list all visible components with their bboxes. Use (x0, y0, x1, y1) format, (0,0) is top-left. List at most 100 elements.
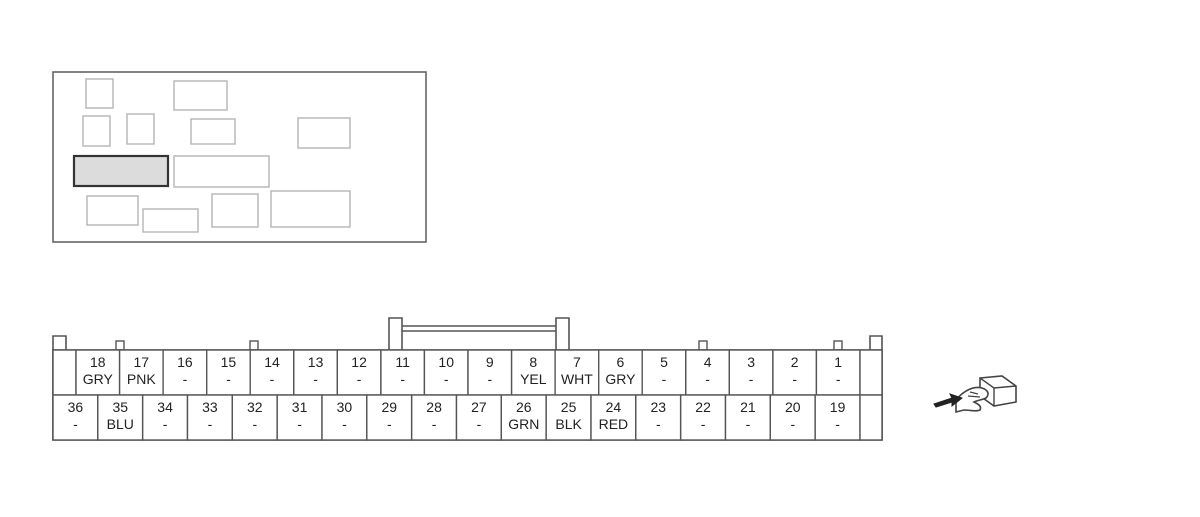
hand-pointing-connector-icon (933, 375, 1017, 414)
locator-box (173, 80, 228, 111)
pin-number: 36 (68, 399, 84, 415)
wire-color: YEL (520, 371, 547, 387)
pin-cell-23 (635, 394, 682, 441)
pin-cell-14 (249, 349, 295, 396)
locator-box (142, 208, 199, 233)
pin-number: 35 (113, 399, 129, 415)
pin-cell-36 (52, 394, 99, 441)
pin-cell-24 (590, 394, 637, 441)
locator-box (297, 117, 351, 149)
pin-cell-5 (641, 349, 687, 396)
pin-cell-35 (97, 394, 144, 441)
wire-color: PNK (127, 371, 156, 387)
pin-cell-31 (276, 394, 323, 441)
locator-box (211, 193, 259, 228)
pin-cell-30 (321, 394, 368, 441)
wire-color: - (342, 416, 347, 432)
wire-color: - (226, 371, 231, 387)
pin-cell-13 (293, 349, 339, 396)
locator-box (126, 113, 155, 145)
locator-box (190, 118, 236, 145)
wire-color: - (73, 416, 78, 432)
pin-number: 13 (308, 354, 324, 370)
pin-number: 22 (695, 399, 711, 415)
pin-number: 17 (134, 354, 150, 370)
pin-number: 5 (660, 354, 668, 370)
wire-color: - (313, 371, 318, 387)
wire-color: - (252, 416, 257, 432)
pin-cell-32 (231, 394, 278, 441)
blank-cell (52, 349, 77, 396)
key-nub (249, 340, 259, 351)
wire-color: - (487, 371, 492, 387)
pin-number: 21 (740, 399, 756, 415)
wire-color: - (656, 416, 661, 432)
key-nub (115, 340, 125, 351)
wire-color: - (701, 416, 706, 432)
pin-number: 4 (704, 354, 712, 370)
wire-color: - (746, 416, 751, 432)
pin-number: 10 (438, 354, 454, 370)
pin-cell-25 (545, 394, 592, 441)
wire-color: - (705, 371, 710, 387)
wire-color: - (183, 371, 188, 387)
pin-row-bottom: 36-35BLU34-33-32-31-30-29-28-27-26GRN25B… (52, 394, 883, 441)
wire-color: - (749, 371, 754, 387)
blank-cell (859, 394, 883, 441)
wire-color: GRN (508, 416, 539, 432)
key-nub (698, 340, 708, 351)
pin-number: 32 (247, 399, 263, 415)
pin-number: 2 (791, 354, 799, 370)
pin-cell-33 (186, 394, 233, 441)
pin-number: 16 (177, 354, 193, 370)
wire-color: - (790, 416, 795, 432)
wire-color: - (297, 416, 302, 432)
pin-number: 23 (651, 399, 667, 415)
wire-color: - (387, 416, 392, 432)
wire-color: - (662, 371, 667, 387)
pin-cell-29 (366, 394, 413, 441)
pin-number: 9 (486, 354, 494, 370)
pin-cell-12 (336, 349, 382, 396)
pin-cell-19 (814, 394, 861, 441)
wire-color: - (432, 416, 437, 432)
pin-number: 27 (471, 399, 487, 415)
wire-color: - (163, 416, 168, 432)
wire-color: GRY (83, 371, 114, 387)
wire-color: - (836, 371, 841, 387)
wire-color: - (270, 371, 275, 387)
wire-color: - (835, 416, 840, 432)
wire-color: - (792, 371, 797, 387)
wire-color: - (400, 371, 405, 387)
pin-number: 12 (351, 354, 367, 370)
locator-box (82, 115, 111, 147)
wire-color: WHT (561, 371, 593, 387)
pin-number: 18 (90, 354, 106, 370)
wire-color: GRY (605, 371, 636, 387)
pin-number: 3 (747, 354, 755, 370)
pin-number: 30 (337, 399, 353, 415)
pin-number: 6 (617, 354, 625, 370)
pin-cell-10 (423, 349, 469, 396)
pin-number: 15 (221, 354, 237, 370)
lock-post-right (555, 317, 570, 350)
locator-box (86, 195, 139, 226)
wire-color: BLU (107, 416, 134, 432)
locator-panel (52, 71, 427, 243)
pin-cell-8 (510, 349, 556, 396)
pin-number: 7 (573, 354, 581, 370)
pin-number: 1 (834, 354, 842, 370)
pin-cell-9 (467, 349, 513, 396)
pin-number: 25 (561, 399, 577, 415)
locator-box (270, 190, 351, 228)
pin-number: 26 (516, 399, 532, 415)
lock-post-left (388, 317, 403, 350)
wire-color: - (477, 416, 482, 432)
pin-number: 33 (202, 399, 218, 415)
pin-number: 34 (157, 399, 173, 415)
wire-color: - (357, 371, 362, 387)
pin-cell-4 (685, 349, 731, 396)
pin-number: 20 (785, 399, 801, 415)
pin-cell-21 (724, 394, 771, 441)
